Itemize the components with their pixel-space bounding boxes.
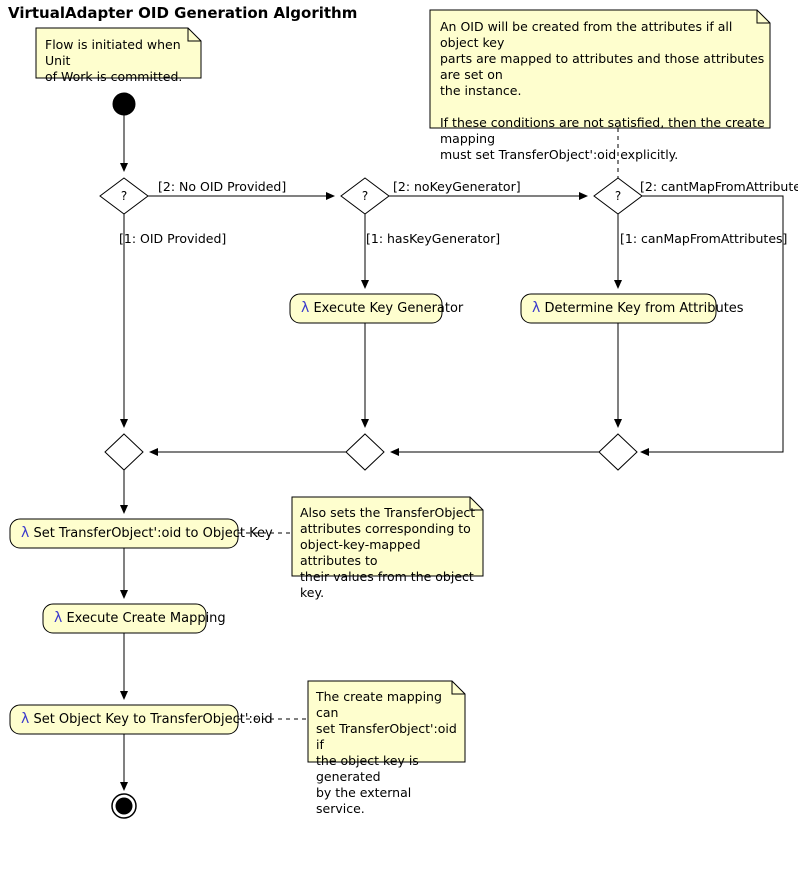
guard-d3-yes: [1: canMapFromAttributes] bbox=[620, 231, 788, 246]
guard-d1-yes: [1: OID Provided] bbox=[119, 231, 227, 246]
merge-node-1 bbox=[104, 433, 144, 471]
note-create-mapping-oid-shape bbox=[307, 680, 466, 763]
merge-node-2 bbox=[345, 433, 385, 471]
note-also-sets-attributes-shape bbox=[291, 496, 484, 577]
lambda-icon: λ bbox=[21, 525, 30, 541]
action-label-determine-key-from-attributes: λ Determine Key from Attributes bbox=[532, 300, 744, 316]
note-oid-creation-conditions-text: An OID will be created from the attribut… bbox=[440, 19, 765, 162]
merge-node-3 bbox=[598, 433, 638, 471]
action-text: Execute Create Mapping bbox=[66, 611, 226, 626]
action-label-execute-create-mapping: λ Execute Create Mapping bbox=[54, 610, 226, 626]
decision-glyph-2: ? bbox=[361, 189, 369, 203]
end-node bbox=[111, 793, 137, 819]
note-create-mapping-oid-text: The create mapping can set TransferObjec… bbox=[316, 689, 457, 816]
note-flow-initiation-text: Flow is initiated when Unit of Work is c… bbox=[45, 37, 183, 84]
guard-d2-yes: [1: hasKeyGenerator] bbox=[366, 231, 501, 246]
edge-d3-no-to-merge3 bbox=[640, 195, 784, 456]
note-flow-initiation-shape bbox=[35, 27, 202, 79]
action-text: Execute Key Generator bbox=[313, 301, 464, 316]
guard-d2-no: [2: noKeyGenerator] bbox=[393, 179, 521, 194]
action-label-execute-key-generator: λ Execute Key Generator bbox=[301, 300, 463, 316]
start-node bbox=[112, 92, 136, 116]
lambda-icon: λ bbox=[21, 711, 30, 727]
lambda-icon: λ bbox=[54, 610, 63, 626]
note-oid-creation-conditions-shape bbox=[429, 9, 771, 129]
note-also-sets-attributes-text: Also sets the TransferObject attributes … bbox=[300, 505, 476, 600]
action-label-set-transferobject-oid: λ Set TransferObject':oid to Object Key bbox=[21, 525, 273, 541]
action-text: Determine Key from Attributes bbox=[544, 301, 744, 316]
lambda-icon: λ bbox=[532, 300, 541, 316]
action-text: Set TransferObject':oid to Object Key bbox=[33, 526, 273, 541]
action-text: Set Object Key to TransferObject':oid bbox=[33, 712, 273, 727]
guard-d3-no: [2: cantMapFromAttributes] bbox=[640, 179, 798, 194]
lambda-icon: λ bbox=[301, 300, 310, 316]
decision-glyph-1: ? bbox=[120, 189, 128, 203]
action-node-execute-key-generator bbox=[289, 293, 443, 324]
decision-glyph-3: ? bbox=[614, 189, 622, 203]
page-title: VirtualAdapter OID Generation Algorithm bbox=[8, 4, 358, 22]
guard-d1-no: [2: No OID Provided] bbox=[158, 179, 287, 194]
action-label-set-object-key: λ Set Object Key to TransferObject':oid bbox=[21, 711, 273, 727]
